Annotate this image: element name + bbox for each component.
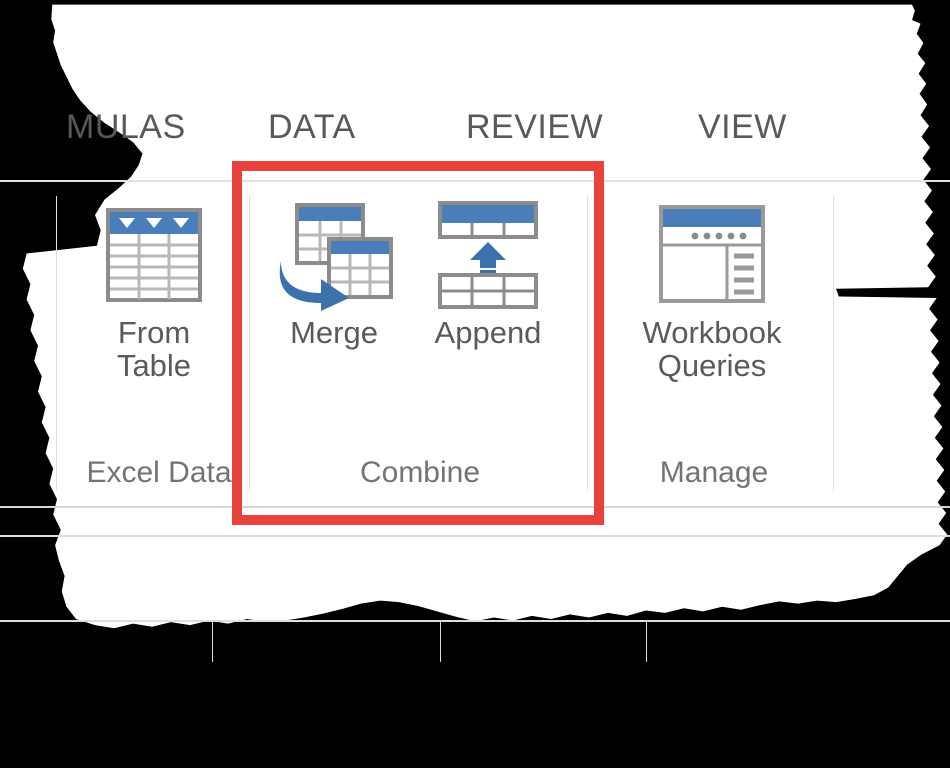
append-tables-double-arrow-icon [436,196,540,314]
merge-tables-arrow-icon [273,196,395,314]
ribbon-top-border [0,180,950,182]
ribbon-tab-strip: MULAS DATA REVIEW VIEW [0,110,950,172]
tab-formulas[interactable]: MULAS [66,108,186,146]
tab-view[interactable]: VIEW [698,108,787,146]
ribbon-button-label: Append [434,315,542,350]
group-caption-excel-data: Excel Data [86,456,232,489]
tab-data[interactable]: DATA [268,108,356,146]
ribbon-button-label: Workbook Queries [642,315,782,384]
ribbon-button-merge[interactable]: Merge [258,196,410,349]
ribbon-bottom-border [0,506,950,508]
group-caption-combine: Combine [359,456,481,489]
ribbon-button-from-table[interactable]: From Table [66,196,242,383]
group-divider-left [56,196,57,491]
table-with-filter-headers-icon [101,196,207,314]
group-divider-combine-manage [587,196,588,491]
column-tick-mark [212,622,213,662]
ribbon-button-append[interactable]: Append [412,196,564,349]
queries-pane-window-icon [657,196,767,314]
tab-review[interactable]: REVIEW [466,108,604,146]
formula-bar-bottom-border [0,620,950,622]
column-tick-mark [646,622,647,662]
ribbon-button-label: Merge [290,315,378,350]
group-caption-manage: Manage [659,456,769,489]
column-tick-mark [440,622,441,662]
group-divider-excel-data-combine [249,196,250,491]
ribbon-button-workbook-queries[interactable]: Workbook Queries [598,196,826,383]
formula-bar-top-border [0,535,950,537]
ribbon-button-label: From Table [116,315,192,384]
group-divider-right [833,196,834,491]
